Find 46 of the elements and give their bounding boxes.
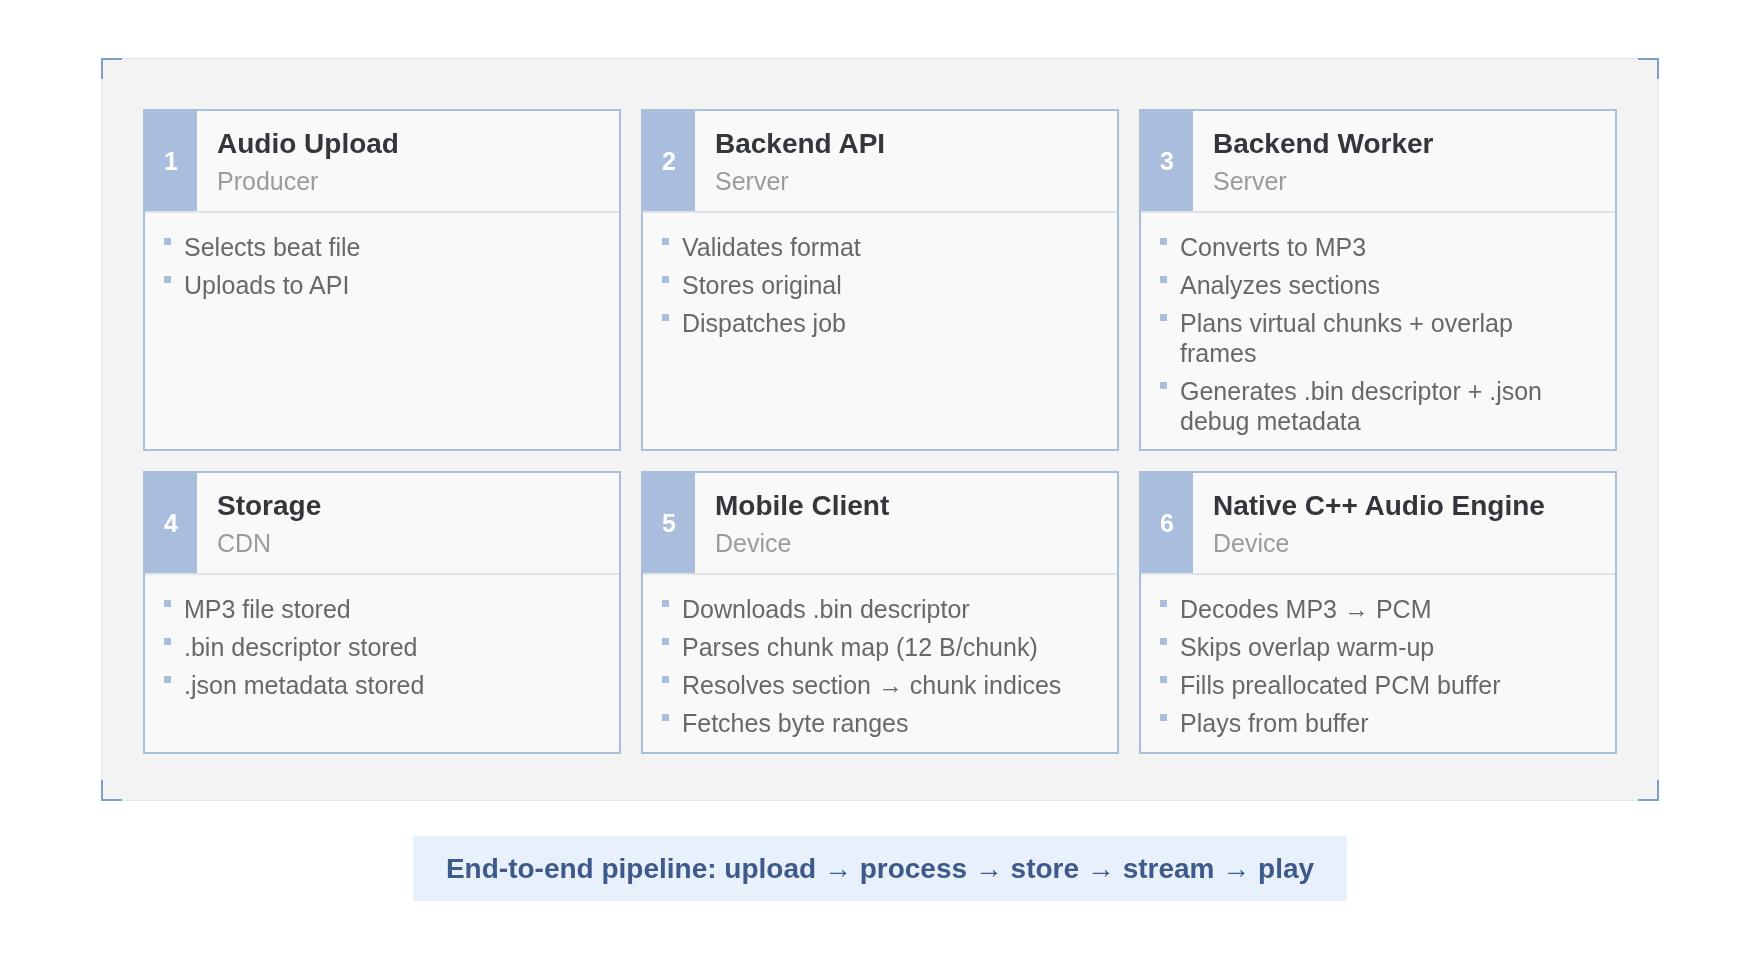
stage-subtitle: Device (1213, 529, 1290, 557)
bullet-text: Plays from buffer (1180, 708, 1370, 738)
bullet-text: Uploads to API (184, 270, 351, 300)
bullet-text: Plans virtual chunks + overlap frames (1180, 308, 1514, 368)
bullet-text: Decodes MP3 → PCM (1180, 594, 1433, 624)
bullet-text: Parses chunk map (12 B/chunk) (682, 632, 1039, 662)
stage-title: Backend Worker (1213, 128, 1434, 160)
bullet-text: .bin descriptor stored (184, 632, 419, 662)
step-number: 2 (643, 111, 695, 211)
bullet-text: Validates format (682, 232, 862, 262)
stage-subtitle: Device (715, 529, 792, 557)
bullet-text: Resolves section → chunk indices (682, 670, 1063, 700)
caption: End-to-end pipeline: upload → process → store → stream → play (412, 836, 1348, 901)
bullet-text: Fills preallocated PCM buffer (1180, 670, 1502, 700)
stage-subtitle: CDN (217, 529, 272, 557)
bullet-text: Downloads .bin descriptor (682, 594, 971, 624)
stage-subtitle: Server (1213, 167, 1287, 195)
stage-card (1139, 471, 1617, 754)
step-number: 4 (145, 473, 197, 573)
step-number: 6 (1141, 473, 1193, 573)
stage-title: Audio Upload (217, 128, 399, 160)
stage-title: Native C++ Audio Engine (1213, 490, 1545, 522)
bullet-text: Fetches byte ranges (682, 708, 910, 738)
bullet-text: .json metadata stored (184, 670, 426, 700)
step-number: 5 (643, 473, 695, 573)
bullet-text: Generates .bin descriptor + .json debug metadata (1180, 376, 1543, 436)
stage-card (641, 471, 1119, 754)
bullet-text: Analyzes sections (1180, 270, 1382, 300)
stage-card (143, 471, 621, 754)
stage-title: Storage (217, 490, 322, 522)
stage-title: Mobile Client (715, 490, 890, 522)
bullet-text: Stores original (682, 270, 843, 300)
bullet-text: MP3 file stored (184, 594, 352, 624)
background-panel (101, 58, 1659, 801)
bullet-text: Dispatches job (682, 308, 847, 338)
stage-card (641, 109, 1119, 451)
step-number: 1 (145, 111, 197, 211)
step-number: 3 (1141, 111, 1193, 211)
stage-title: Backend API (715, 128, 886, 160)
bullet-text: Converts to MP3 (1180, 232, 1368, 262)
stage-subtitle: Producer (217, 167, 319, 195)
bullet-text: Selects beat file (184, 232, 362, 262)
stage-card (143, 109, 621, 451)
stage-subtitle: Server (715, 167, 789, 195)
bullet-text: Skips overlap warm-up (1180, 632, 1436, 662)
stage-card (1139, 109, 1617, 451)
